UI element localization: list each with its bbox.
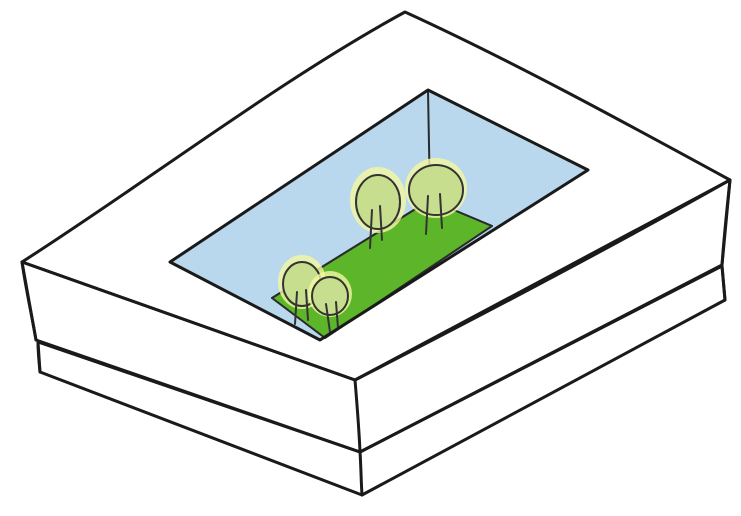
courtyard-opening <box>170 90 588 340</box>
